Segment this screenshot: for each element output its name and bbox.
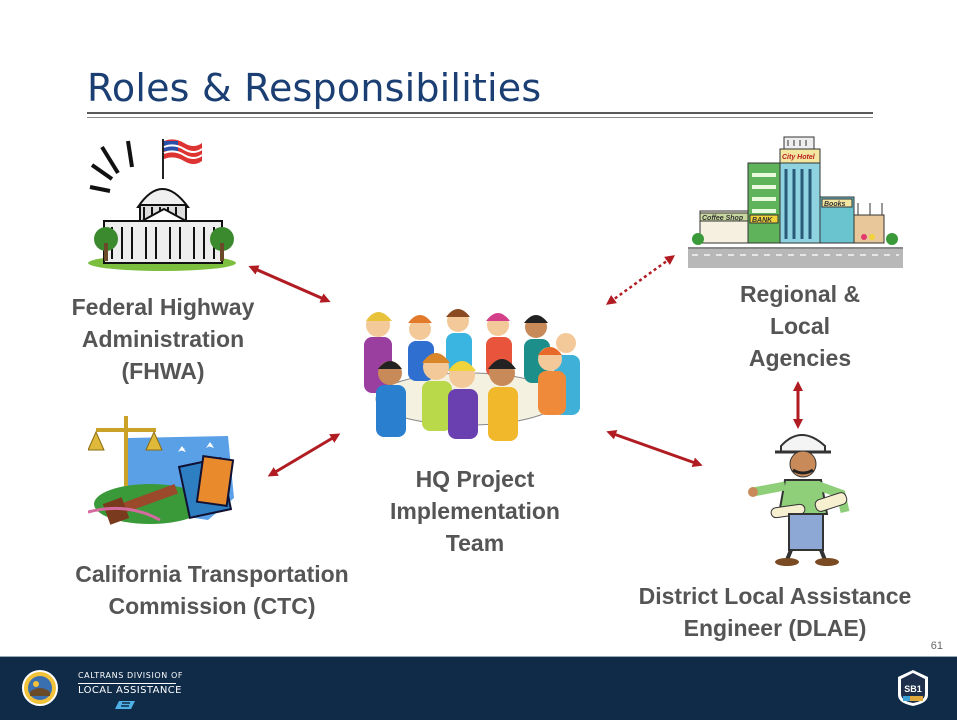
label-ctc: California Transportation Commission (CT… — [42, 558, 382, 622]
label-line: (FHWA) — [121, 358, 205, 384]
capitol-icon — [88, 139, 236, 271]
state-seal-icon — [22, 670, 58, 706]
division-name-line1: CALTRANS DIVISION OF — [78, 671, 184, 680]
caltrans-logo-icon — [115, 701, 135, 709]
label-line: District Local Assistance — [638, 583, 912, 609]
slide-title: Roles & Responsibilities — [87, 66, 542, 110]
label-line: Engineer (DLAE) — [683, 615, 867, 641]
title-underline — [87, 112, 873, 114]
label-line: Local — [769, 313, 831, 339]
label-regional-agencies: Regional & Local Agencies — [710, 278, 890, 374]
arrow-hq-regional-dotted — [605, 255, 676, 305]
label-line: Implementation — [390, 498, 560, 524]
arrow-fhwa-hq — [248, 265, 331, 303]
engineer-icon — [748, 434, 850, 566]
label-line: Agencies — [748, 345, 852, 371]
team-people-icon — [364, 309, 580, 441]
sb1-badge-text: SB1 — [904, 684, 922, 694]
page-number: 61 — [930, 640, 943, 652]
arrow-ctc-hq — [267, 433, 341, 477]
sign-city-hotel: City Hotel — [782, 154, 816, 161]
footer-bar — [0, 657, 957, 720]
label-dlae: District Local Assistance Engineer (DLAE… — [610, 580, 940, 644]
label-fhwa: Federal Highway Administration (FHWA) — [48, 291, 278, 387]
scales-gavel-icon — [88, 416, 235, 525]
label-line: HQ Project — [415, 466, 535, 492]
sign-coffee-shop: Coffee Shop — [702, 215, 744, 222]
label-hq-team: HQ Project Implementation Team — [360, 463, 590, 559]
division-name-line2: LOCAL ASSISTANCE — [78, 685, 182, 696]
sb1-badge-icon: SB1 — [898, 670, 928, 706]
title-underline-thin — [87, 117, 873, 118]
arrow-hq-dlae — [606, 429, 703, 468]
label-line: Administration — [81, 326, 245, 352]
sign-bank: BANK — [752, 217, 773, 224]
sign-books: Books — [824, 201, 846, 208]
label-line: California Transportation — [75, 561, 349, 587]
division-rule — [78, 683, 176, 684]
label-line: Team — [445, 530, 505, 556]
label-line: Regional & — [739, 281, 861, 307]
label-line: Commission (CTC) — [108, 593, 316, 619]
label-line: Federal Highway — [71, 294, 255, 320]
city-buildings-icon: City Hotel BANK Coffee Shop Books — [688, 136, 903, 268]
